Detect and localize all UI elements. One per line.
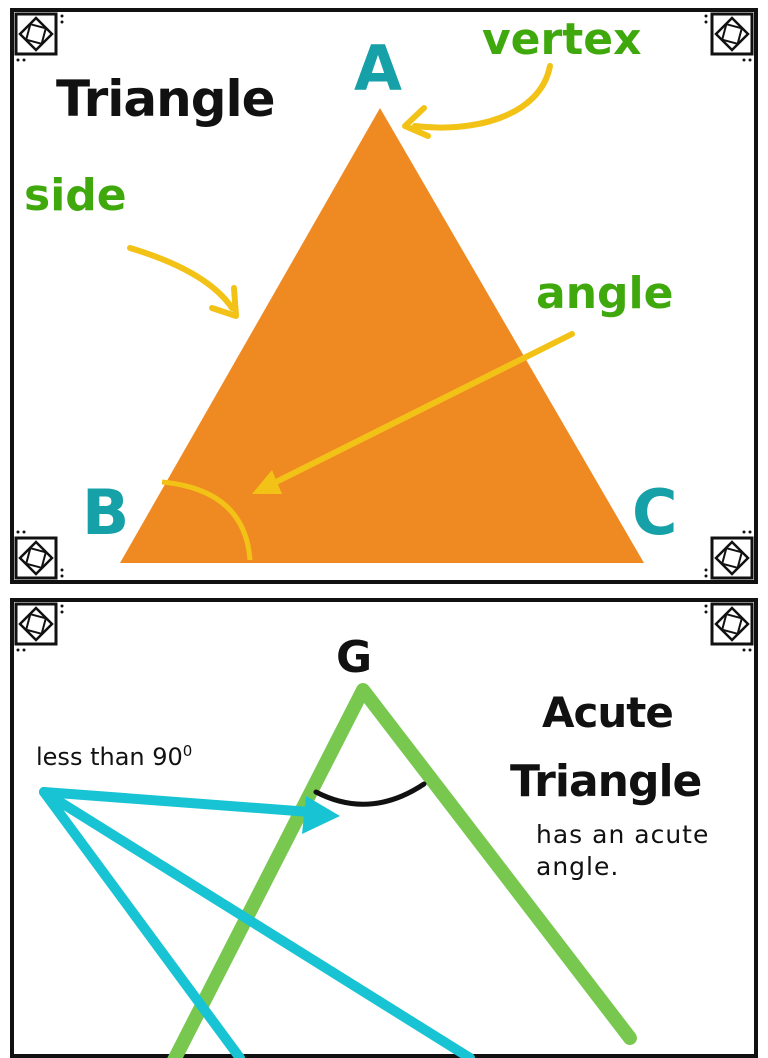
square-in-diamond-icon xyxy=(14,602,64,652)
annotation-line-1 xyxy=(39,787,245,1058)
angle-arc-b xyxy=(161,479,253,561)
vertex-c-label: C xyxy=(632,476,678,549)
angle-arrow-head xyxy=(252,470,282,494)
acute-triangle-diagram xyxy=(39,683,637,1058)
square-in-diamond-icon xyxy=(704,530,754,580)
vertex-arrow-head xyxy=(402,105,431,139)
angle-annotation: less than 900 xyxy=(36,742,193,771)
page-title: Triangle xyxy=(56,70,276,128)
angle-arrow xyxy=(265,331,575,489)
square-in-diamond-icon xyxy=(14,530,64,580)
angle-label: angle xyxy=(536,268,674,319)
vertex-label: vertex xyxy=(482,14,642,65)
annotation-arrow xyxy=(39,787,315,817)
degree-superscript: 0 xyxy=(182,742,193,760)
side-arrow-head xyxy=(209,285,239,319)
side-arrow xyxy=(127,245,235,311)
triangle-card: Triangle vertex side angle A B C xyxy=(10,8,758,584)
card-title-line-1: Acute xyxy=(542,688,674,737)
annotation-line-2 xyxy=(39,787,475,1058)
angle-annotation-text: less than 90 xyxy=(36,743,183,771)
angle-arc-g xyxy=(313,781,427,807)
square-in-diamond-icon xyxy=(704,12,754,62)
vertex-b-label: B xyxy=(82,476,130,549)
description-line-1: has an acute xyxy=(536,820,710,849)
square-in-diamond-icon xyxy=(14,12,64,62)
acute-triangle-shape xyxy=(167,683,637,1058)
triangle-diagram xyxy=(120,63,644,563)
triangle-shape xyxy=(120,108,644,563)
acute-triangle-card: G Acute Triangle has an acute angle. les… xyxy=(10,598,758,1058)
side-label: side xyxy=(24,170,127,221)
description-line-2: angle. xyxy=(536,852,620,881)
vertex-g-label: G xyxy=(336,632,373,683)
annotation-arrow-head xyxy=(302,796,340,834)
vertex-a-label: A xyxy=(354,32,402,105)
card-title-line-2: Triangle xyxy=(510,756,702,807)
vertex-arrow xyxy=(412,63,553,131)
square-in-diamond-icon xyxy=(704,602,754,652)
